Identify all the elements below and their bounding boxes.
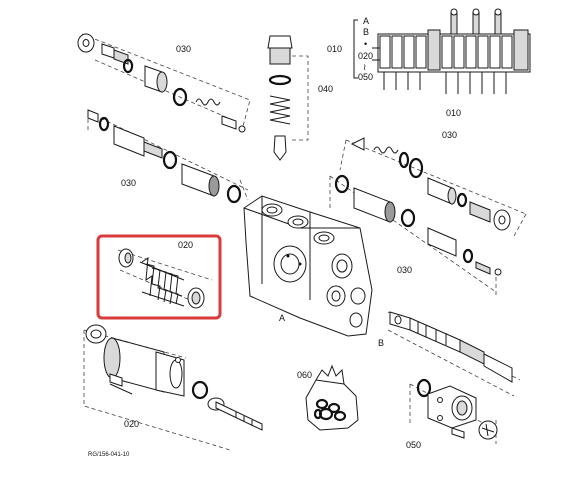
label-010-left: 010 bbox=[327, 44, 342, 54]
group-030-mid-left: 030 bbox=[87, 109, 249, 204]
label-030-mid-left: 030 bbox=[121, 178, 136, 188]
group-030-right-top: 030 bbox=[339, 130, 527, 237]
reference-code: RG/156-041-10 bbox=[88, 452, 130, 458]
label-060: 060 bbox=[297, 370, 312, 380]
label-030-right-mid: 030 bbox=[397, 265, 412, 275]
valve-body-A: A bbox=[243, 195, 373, 337]
legend-dot: • bbox=[364, 39, 367, 49]
label-020-highlight: 020 bbox=[178, 240, 193, 250]
legend-tilde: ≀ bbox=[363, 62, 366, 72]
label-010-bottom: 010 bbox=[446, 108, 461, 118]
label-030-right-top: 030 bbox=[442, 130, 457, 140]
group-020-bottom-left: 020 bbox=[83, 324, 263, 451]
label-040: 040 bbox=[318, 84, 333, 94]
valve-bank-assembly: 010 A B • 020 ≀ 050 010 bbox=[327, 8, 531, 118]
highlight-box[interactable] bbox=[96, 234, 222, 320]
label-020-bottom: 020 bbox=[124, 419, 139, 429]
legend-A: A bbox=[363, 16, 369, 26]
legend-B: B bbox=[363, 27, 369, 37]
label-050: 050 bbox=[406, 440, 421, 450]
group-060-bag: 060 bbox=[297, 364, 359, 431]
label-spool-B: B bbox=[378, 338, 384, 348]
label-body-A: A bbox=[279, 313, 285, 323]
legend-050: 050 bbox=[358, 72, 373, 82]
legend-020: 020 bbox=[358, 51, 373, 61]
label-030-top-left: 030 bbox=[176, 44, 191, 54]
group-030-right-mid: 030 bbox=[329, 174, 502, 296]
group-020-highlighted[interactable]: 020 bbox=[96, 234, 222, 320]
group-040-plug: 040 bbox=[267, 35, 333, 161]
group-050-bottom-right: 050 bbox=[406, 378, 498, 450]
spool-B: B bbox=[378, 311, 521, 397]
group-030-top-left: 030 bbox=[77, 33, 251, 133]
